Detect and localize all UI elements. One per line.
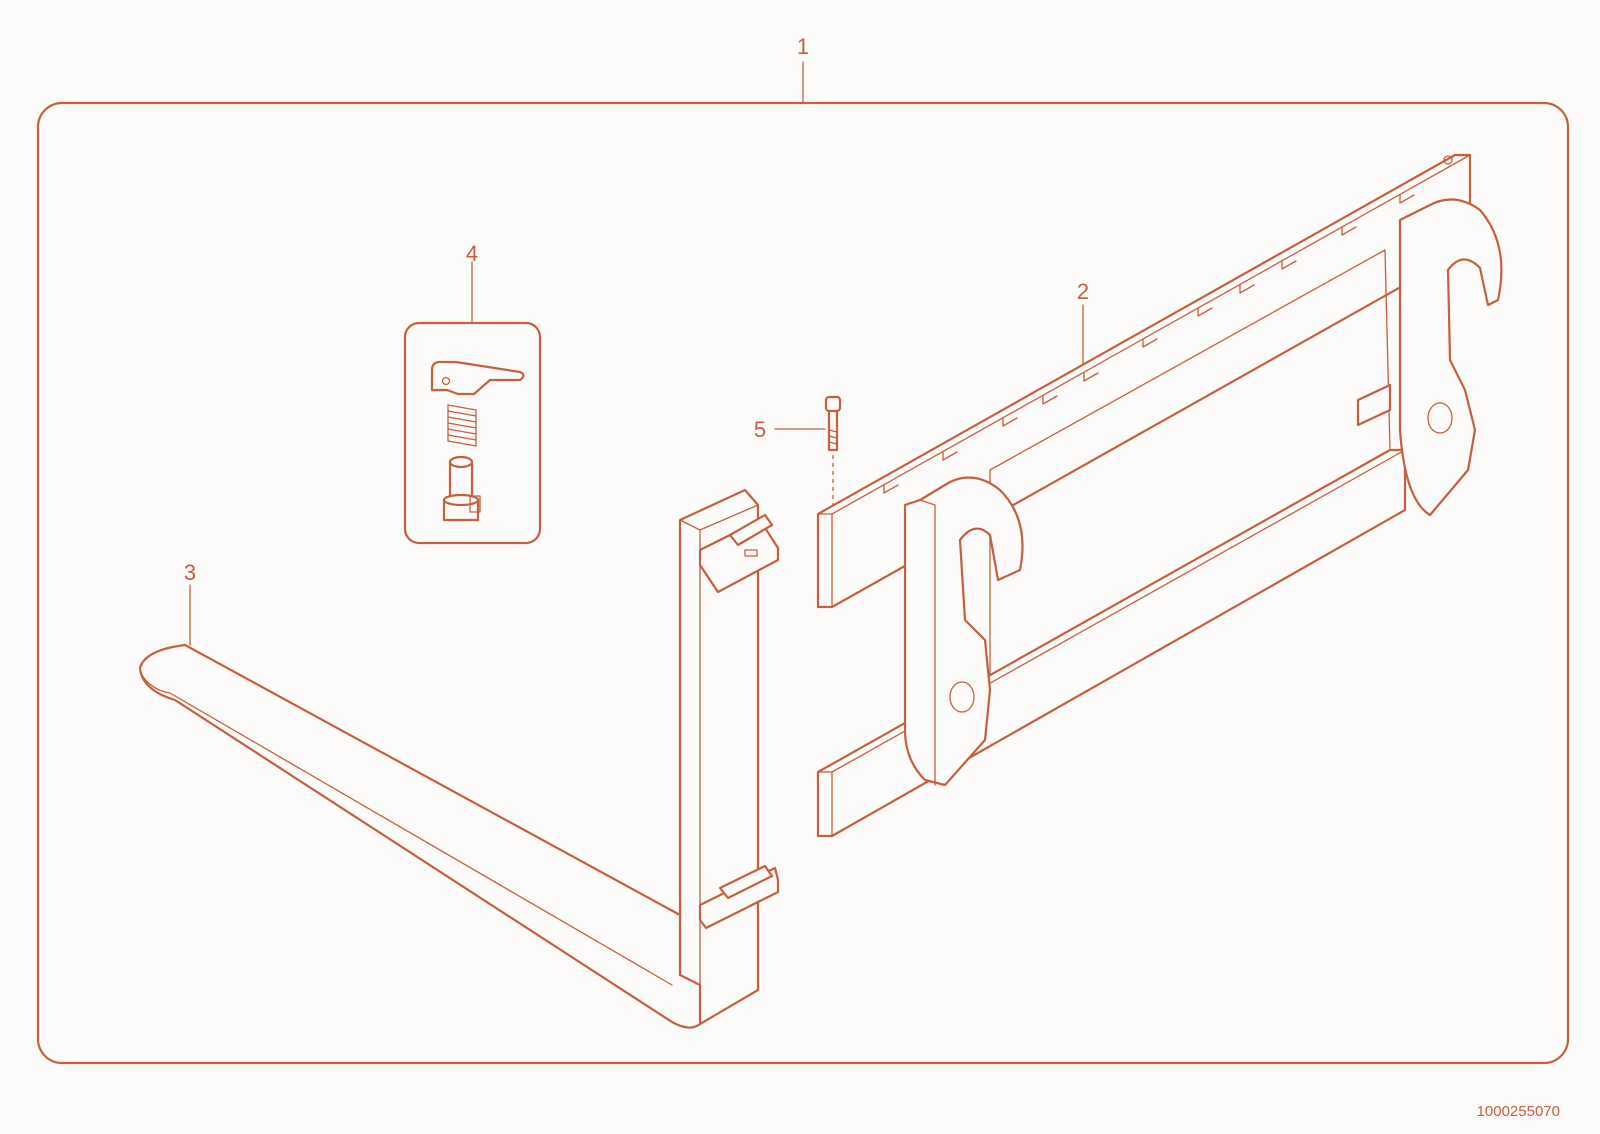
spring	[447, 404, 477, 447]
fork-hook-slot	[744, 549, 758, 557]
carriage-slots	[883, 194, 1415, 494]
fork-blade	[138, 643, 702, 1029]
right-hook-plate	[1398, 198, 1503, 517]
pin-notch	[469, 495, 481, 513]
document-number: 1000255070	[1476, 1103, 1560, 1120]
carriage-group: 2	[816, 153, 1503, 838]
callout-4-label: 4	[466, 241, 478, 266]
bolt-group: 5	[754, 395, 842, 515]
lock-kit-group: 4	[403, 241, 542, 545]
latch-lever	[430, 360, 525, 396]
right-hook-hole	[1427, 402, 1453, 434]
carriage-back-plate	[989, 249, 1391, 676]
assembly-group: 1	[36, 34, 1570, 1065]
latch-lever-hole	[441, 376, 451, 386]
callout-3-label: 3	[184, 560, 196, 585]
carriage-stop-block	[1356, 383, 1392, 427]
bolt-head	[824, 395, 842, 413]
lock-kit-box	[403, 321, 542, 545]
callout-5-label: 5	[754, 417, 766, 442]
left-hook-hole	[949, 681, 975, 713]
bolt-thread	[828, 429, 838, 445]
fork-group: 3	[138, 488, 780, 1029]
callout-2-label: 2	[1077, 279, 1089, 304]
carriage-top-hole	[1443, 155, 1453, 165]
callout-1-label: 1	[797, 34, 809, 59]
